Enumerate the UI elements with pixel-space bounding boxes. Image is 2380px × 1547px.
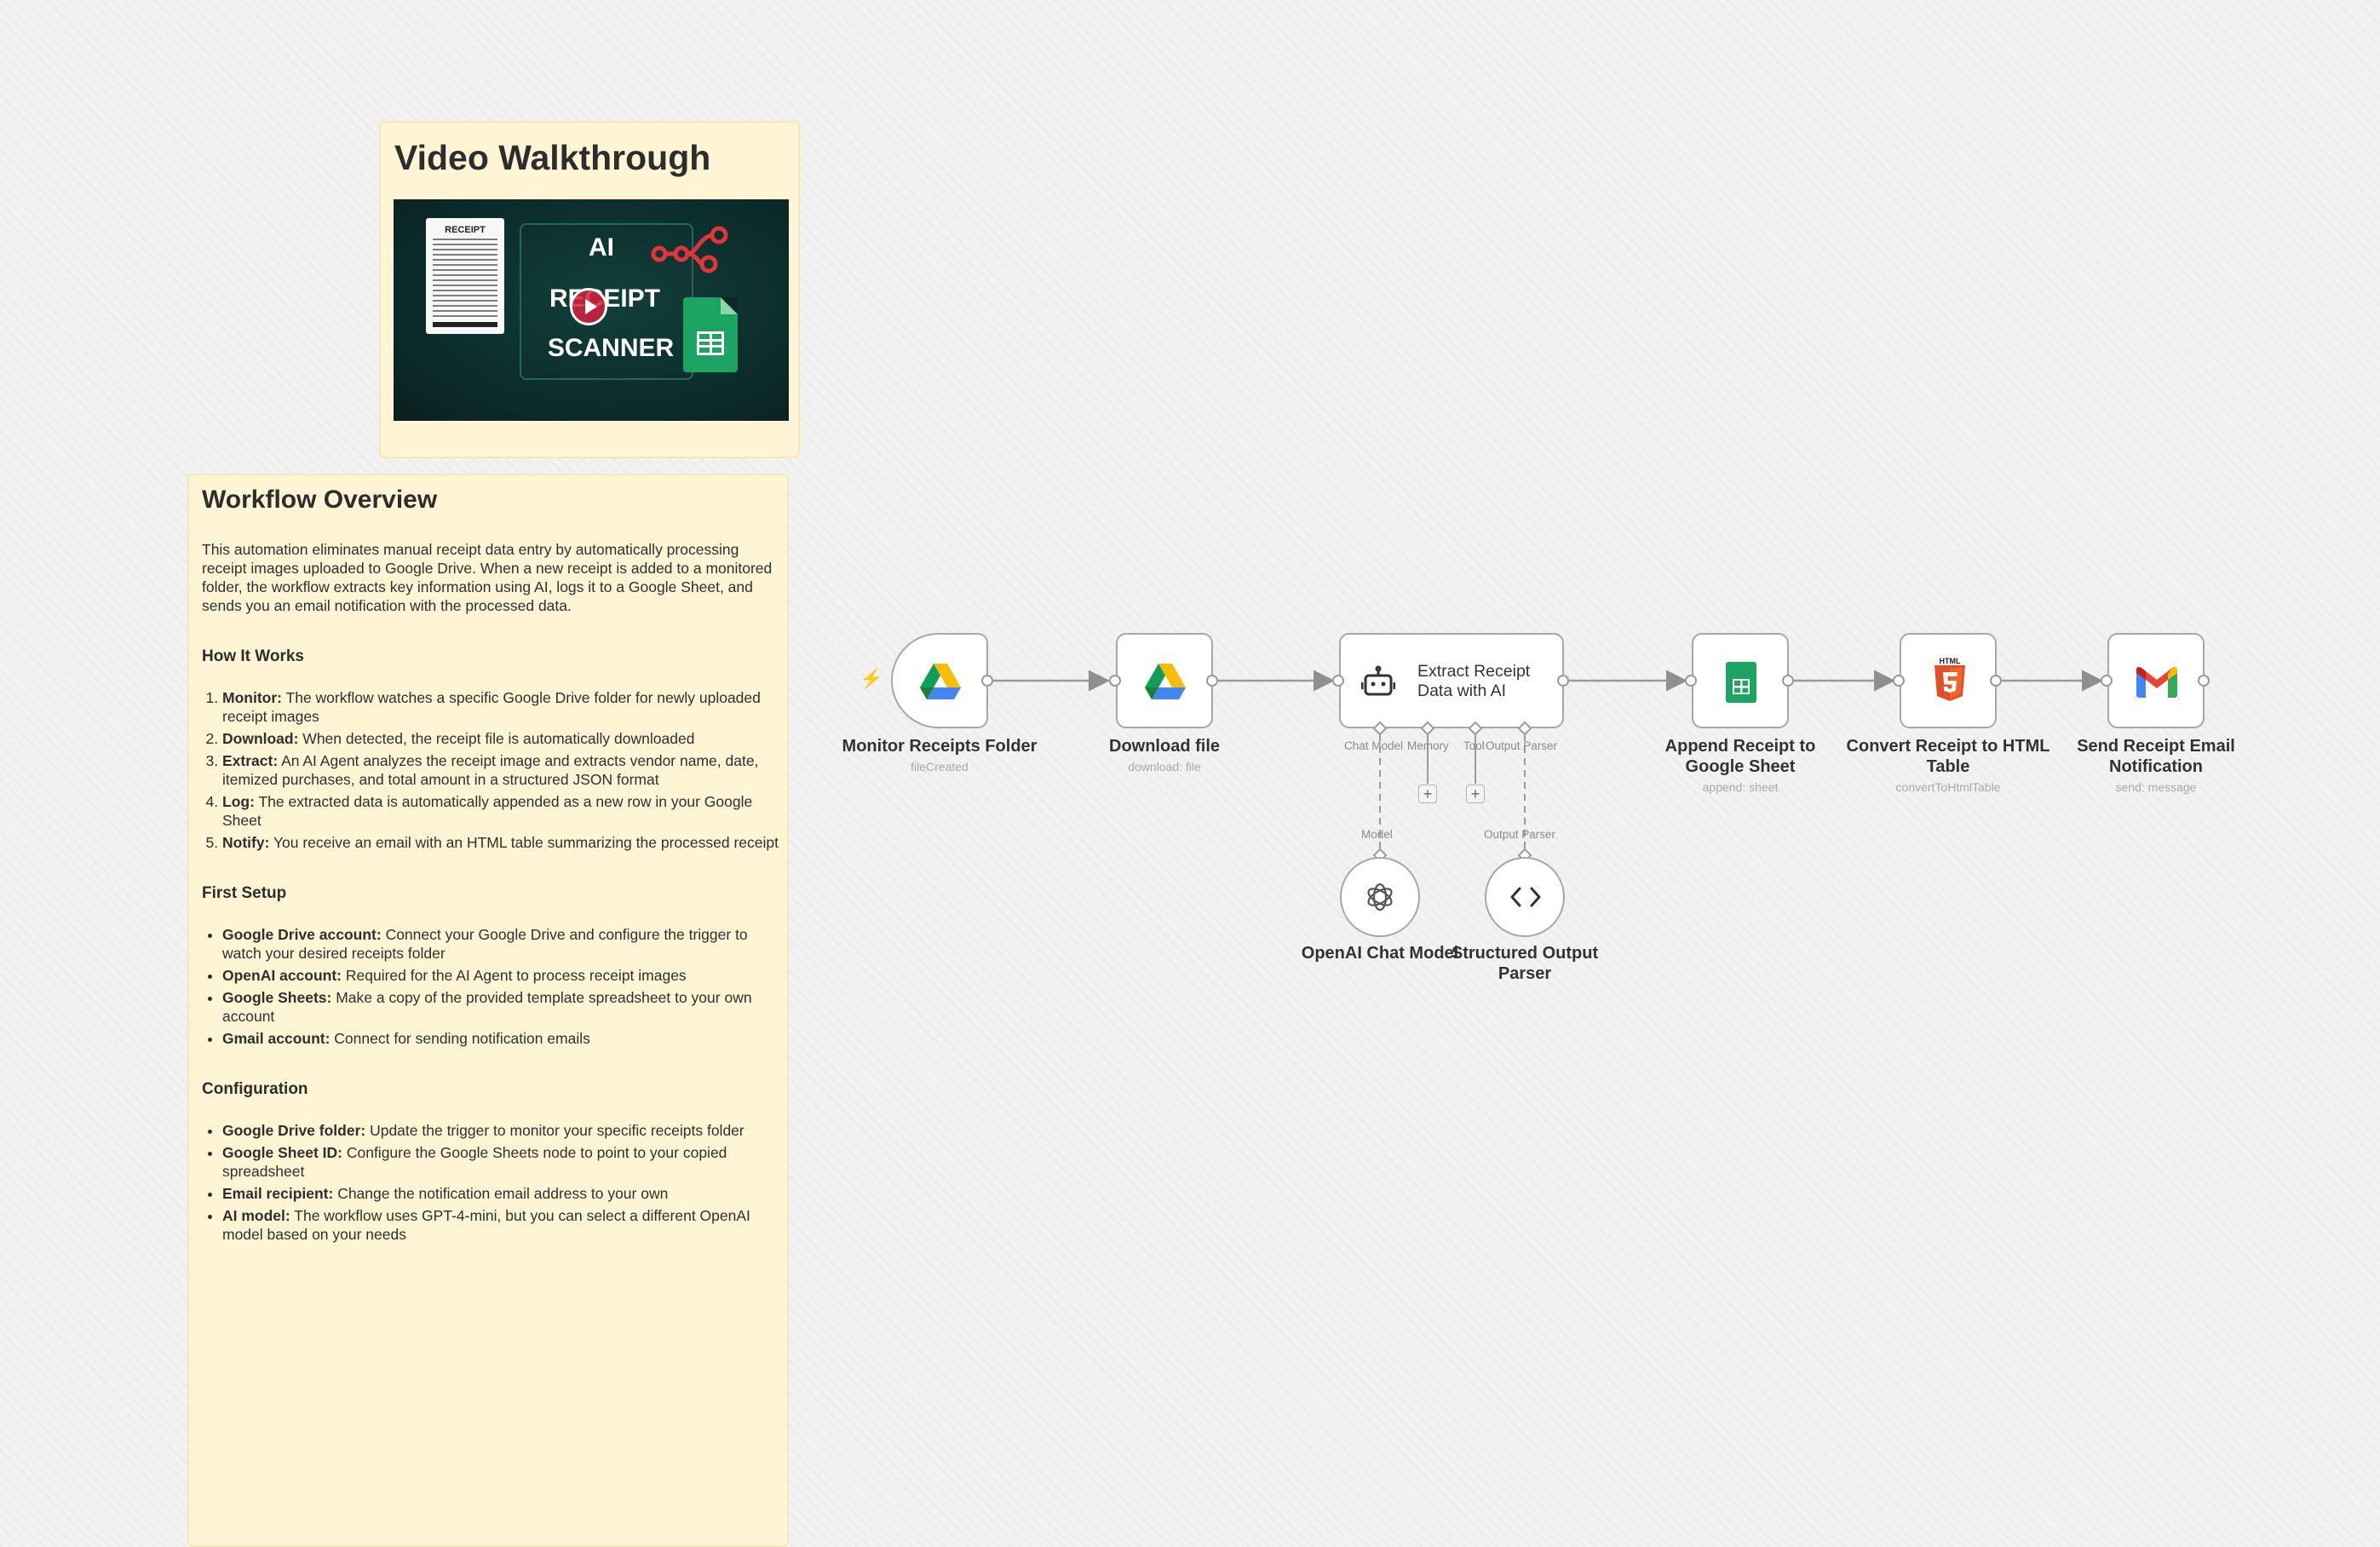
workflow-overview-note[interactable]: Workflow Overview This automation elimin… [187, 474, 789, 1547]
port-label-tool: Tool [1463, 739, 1485, 752]
list-item: Email recipient: Change the notification… [222, 1184, 781, 1203]
google-drive-icon [920, 664, 961, 699]
list-item: Google Sheet ID: Configure the Google Sh… [222, 1143, 781, 1181]
list-item: Google Sheets: Make a copy of the provid… [222, 988, 781, 1026]
monitor-output-port[interactable] [981, 675, 993, 687]
html-input-port[interactable] [1893, 675, 1905, 687]
node-extract-receipt-agent[interactable]: Extract Receipt Data with AI [1339, 633, 1564, 728]
openai-port-label: Model [1361, 828, 1393, 841]
video-thumbnail[interactable]: RECEIPT AI RECEIPT SCANNER [394, 199, 789, 421]
node-monitor-label: Monitor Receipts Folder [842, 737, 1038, 756]
receipt-paper-label: RECEIPT [445, 225, 486, 235]
list-item: AI model: The workflow uses GPT-4-mini, … [222, 1206, 781, 1244]
sheets-output-port[interactable] [1782, 675, 1794, 687]
receipt-paper-icon: RECEIPT [426, 218, 504, 334]
node-structured-output-parser[interactable] [1485, 857, 1565, 937]
first-setup-list: Google Drive account: Connect your Googl… [202, 925, 781, 1048]
node-gmail-sub: send: message [2115, 780, 2197, 794]
video-walkthrough-title: Video Walkthrough [394, 138, 711, 177]
html5-icon: HTML [1934, 657, 1965, 705]
node-openai-chat-model[interactable] [1340, 857, 1420, 937]
node-convert-html-table[interactable]: HTML [1900, 633, 1997, 728]
node-sheets-label: Append Receipt to Google Sheet [1664, 737, 1816, 776]
configuration-list: Google Drive folder: Update the trigger … [202, 1121, 781, 1244]
agent-output-port[interactable] [1557, 675, 1569, 687]
configuration-heading: Configuration [202, 1080, 308, 1098]
download-output-port[interactable] [1206, 675, 1218, 687]
port-label-memory: Memory [1407, 739, 1449, 752]
how-it-works-heading: How It Works [202, 647, 304, 665]
gmail-output-port[interactable] [2198, 675, 2210, 687]
robot-icon [1361, 665, 1395, 696]
play-icon[interactable] [570, 288, 607, 325]
google-sheets-icon [1726, 662, 1756, 703]
google-sheets-icon [683, 297, 738, 372]
how-it-works-list: Monitor: The workflow watches a specific… [202, 688, 781, 852]
list-item: Monitor: The workflow watches a specific… [222, 688, 781, 726]
overview-intro: This automation eliminates manual receip… [202, 541, 773, 614]
openai-icon [1367, 883, 1393, 912]
port-label-chat-model: Chat Model [1344, 739, 1404, 752]
node-monitor-sub: fileCreated [911, 760, 969, 774]
node-monitor-receipts-folder[interactable] [891, 633, 988, 728]
download-input-port[interactable] [1109, 675, 1121, 687]
node-download-label: Download file [1109, 737, 1220, 756]
list-item: Gmail account: Connect for sending notif… [222, 1029, 781, 1048]
gmail-icon [2136, 667, 2177, 698]
parser-port-label: Output Parser [1484, 828, 1556, 841]
node-gmail-label: Send Receipt Email Notification [2077, 737, 2235, 776]
agent-label: Extract Receipt Data with AI [1417, 662, 1531, 700]
node-download-sub: download: file [1128, 760, 1201, 774]
workflow-overview-body: This automation eliminates manual receip… [202, 540, 781, 1247]
node-html-label: Convert Receipt to HTML Table [1846, 737, 2050, 776]
list-item: Log: The extracted data is automatically… [222, 792, 781, 830]
add-memory-button[interactable]: + [1418, 785, 1437, 803]
workflow-overview-title: Workflow Overview [202, 486, 438, 514]
list-item: Download: When detected, the receipt fil… [222, 729, 781, 748]
node-openai-label: OpenAI Chat Model [1301, 944, 1459, 963]
list-item: OpenAI account: Required for the AI Agen… [222, 966, 781, 985]
sheets-input-port[interactable] [1685, 675, 1697, 687]
workflow-flow-icon [651, 226, 728, 273]
trigger-bolt-icon: ⚡ [859, 668, 883, 689]
list-item: Notify: You receive an email with an HTM… [222, 833, 781, 852]
port-label-output-parser: Output Parser [1486, 739, 1558, 752]
video-walkthrough-note[interactable]: Video Walkthrough RECEIPT AI RECEIPT SCA… [379, 121, 800, 458]
list-item: Google Drive folder: Update the trigger … [222, 1121, 781, 1140]
node-sheets-sub: append: sheet [1702, 780, 1779, 794]
list-item: Google Drive account: Connect your Googl… [222, 925, 781, 963]
agent-input-port[interactable] [1332, 675, 1344, 687]
node-send-email-notification[interactable] [2107, 633, 2205, 728]
html-output-port[interactable] [1990, 675, 2002, 687]
thumbnail-title-line3: SCANNER [547, 334, 675, 362]
google-drive-icon [1145, 664, 1186, 699]
node-download-file[interactable] [1116, 633, 1213, 728]
node-html-sub: convertToHtmlTable [1895, 780, 2001, 794]
first-setup-heading: First Setup [202, 884, 287, 902]
thumbnail-title-line1: AI [589, 233, 614, 262]
list-item: Extract: An AI Agent analyzes the receip… [222, 751, 781, 789]
node-parser-label: Structured Output Parser [1451, 944, 1599, 983]
node-append-google-sheet[interactable] [1692, 633, 1789, 728]
add-tool-button[interactable]: + [1466, 785, 1485, 803]
gmail-input-port[interactable] [2101, 675, 2113, 687]
code-brackets-icon [1510, 887, 1541, 907]
